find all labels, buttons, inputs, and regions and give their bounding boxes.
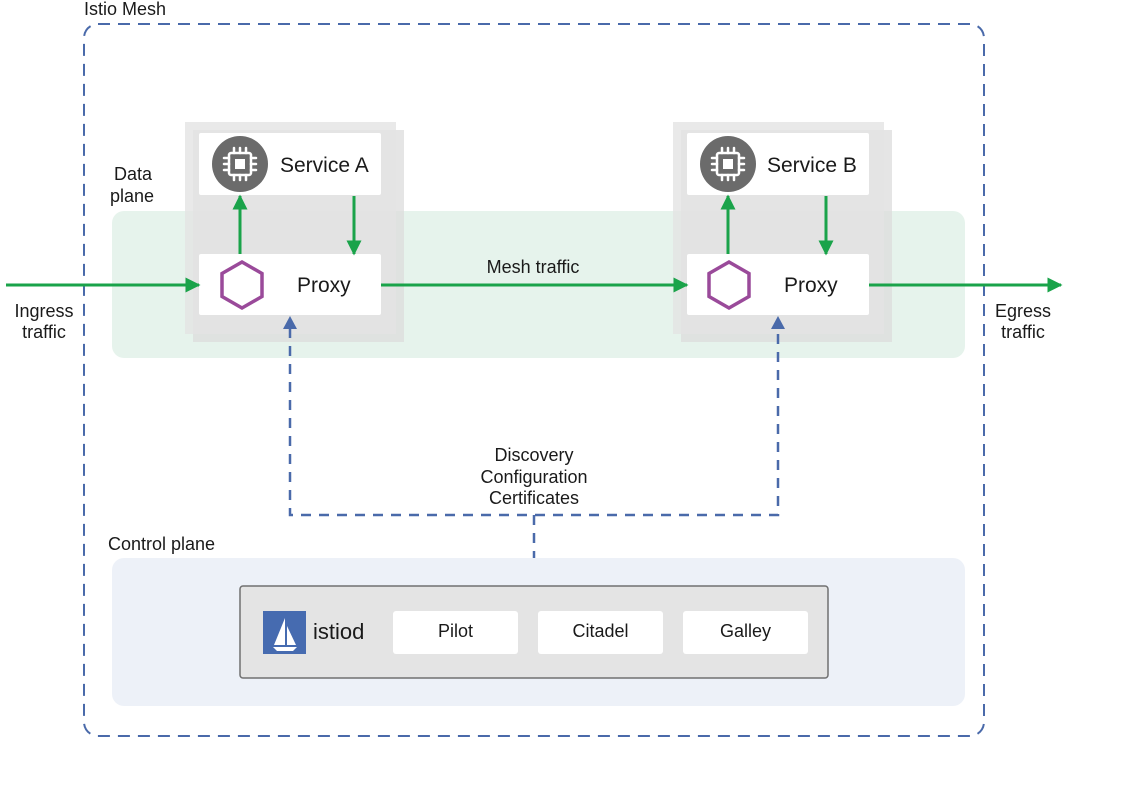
galley-label: Galley <box>720 621 771 641</box>
control-link-line1: Discovery <box>494 445 573 465</box>
hexagon-icon <box>707 259 751 311</box>
pilot-label: Pilot <box>438 621 473 641</box>
service-a-group: Service A Proxy <box>185 122 404 342</box>
proxy-a-label: Proxy <box>297 274 351 297</box>
citadel-label: Citadel <box>572 621 628 641</box>
control-arrow-to-proxy-b <box>771 316 785 329</box>
proxy-b-card[interactable] <box>687 254 869 315</box>
istiod-container[interactable] <box>239 585 829 679</box>
data-plane-label-line2: plane <box>110 186 154 206</box>
control-link-line3: Certificates <box>489 488 579 508</box>
egress-label-line1: Egress <box>995 301 1051 321</box>
proxy-b-label: Proxy <box>784 274 838 297</box>
control-link-line2: Configuration <box>480 467 587 487</box>
control-plane-label: Control plane <box>108 534 215 554</box>
mesh-title: Istio Mesh <box>84 0 166 19</box>
chip-icon <box>212 136 268 192</box>
control-arrow-to-proxy-a <box>283 316 297 329</box>
egress-label-line2: traffic <box>1001 322 1045 342</box>
galley-component[interactable] <box>683 611 808 654</box>
citadel-component[interactable] <box>538 611 663 654</box>
mesh-traffic-label: Mesh traffic <box>487 257 580 277</box>
ingress-label-line1: Ingress <box>14 301 73 321</box>
service-b-label: Service B <box>767 154 857 177</box>
service-a-label: Service A <box>280 154 369 177</box>
proxy-a-card[interactable] <box>199 254 381 315</box>
istio-logo-icon <box>263 611 306 654</box>
service-b-group: Service B Proxy <box>673 122 892 342</box>
chip-icon <box>700 136 756 192</box>
istiod-label: istiod <box>313 619 364 644</box>
pilot-component[interactable] <box>393 611 518 654</box>
data-plane-label-line1: Data <box>114 164 153 184</box>
hexagon-icon <box>220 259 264 311</box>
ingress-label-line2: traffic <box>22 322 66 342</box>
